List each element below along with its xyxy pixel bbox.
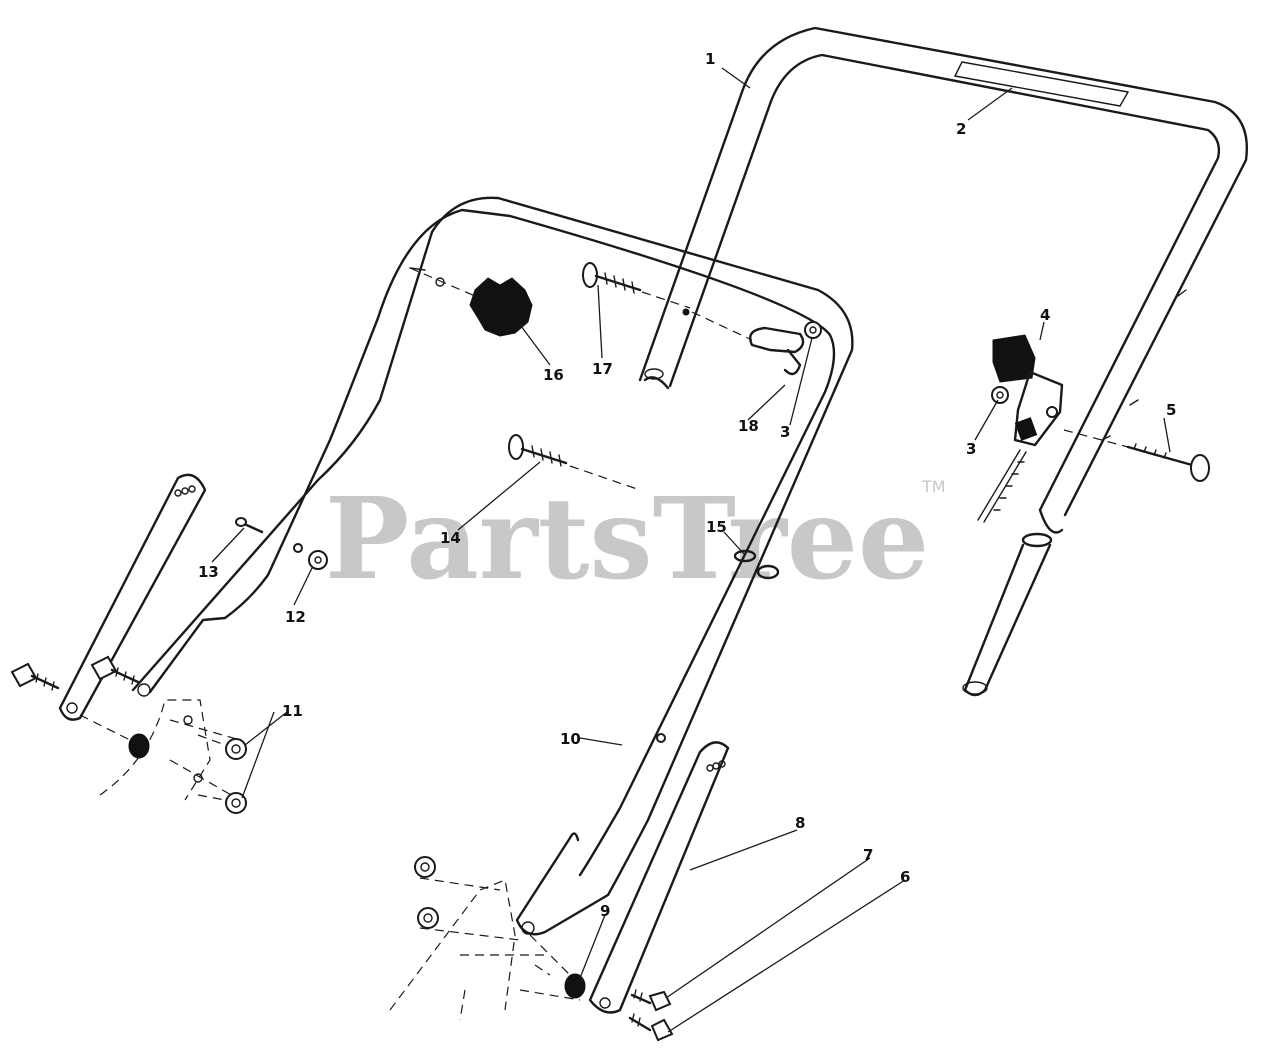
callout-7: 7 xyxy=(863,846,873,864)
star-knob xyxy=(409,267,533,337)
spacer-left xyxy=(79,714,150,759)
deck-left xyxy=(99,699,241,801)
nuts-right xyxy=(414,856,439,929)
lower-handle xyxy=(131,196,854,936)
callout-8: 8 xyxy=(795,814,805,832)
callout-12: 12 xyxy=(285,608,306,626)
leader-lines xyxy=(211,67,1171,1033)
spacer-right xyxy=(529,934,586,999)
callout-14: 14 xyxy=(440,529,461,547)
callout-4: 4 xyxy=(1040,306,1050,324)
clip-ring xyxy=(733,549,780,580)
right-bracket-arm xyxy=(588,741,730,1014)
watermark-trademark: TM xyxy=(921,477,946,496)
nut-lower xyxy=(804,321,822,339)
bolt-left-inner xyxy=(90,655,140,685)
callout-3-upper: 3 xyxy=(966,440,976,458)
callout-5: 5 xyxy=(1166,401,1176,419)
left-bracket-arm xyxy=(58,473,207,721)
nut-upper xyxy=(991,386,1009,404)
upper-handle xyxy=(638,26,1249,697)
control-box xyxy=(977,334,1064,523)
callout-17: 17 xyxy=(592,360,613,378)
callout-10: 10 xyxy=(560,730,581,748)
callout-11: 11 xyxy=(282,702,303,720)
locknut xyxy=(308,550,328,570)
callout-13: 13 xyxy=(198,563,219,581)
callout-18: 18 xyxy=(738,417,759,435)
bolt-middle xyxy=(508,434,641,491)
locknuts-left xyxy=(197,734,247,814)
bolt-left-outer xyxy=(10,662,60,691)
hex-bolt-upper xyxy=(630,989,672,1012)
callout-9: 9 xyxy=(600,902,610,920)
callout-1: 1 xyxy=(705,50,715,68)
carriage-bolt xyxy=(1063,429,1210,482)
hex-bolt-lower xyxy=(628,1013,674,1042)
callout-3-lower: 3 xyxy=(780,423,790,441)
watermark: PartsTree xyxy=(325,474,929,605)
pin xyxy=(235,517,264,534)
cable-guide xyxy=(691,311,805,376)
callout-15: 15 xyxy=(706,518,727,536)
bolt-upper xyxy=(582,262,691,316)
callout-6: 6 xyxy=(900,868,910,886)
deck-right xyxy=(389,877,581,1021)
callout-16: 16 xyxy=(543,366,564,384)
callout-2: 2 xyxy=(956,120,966,138)
